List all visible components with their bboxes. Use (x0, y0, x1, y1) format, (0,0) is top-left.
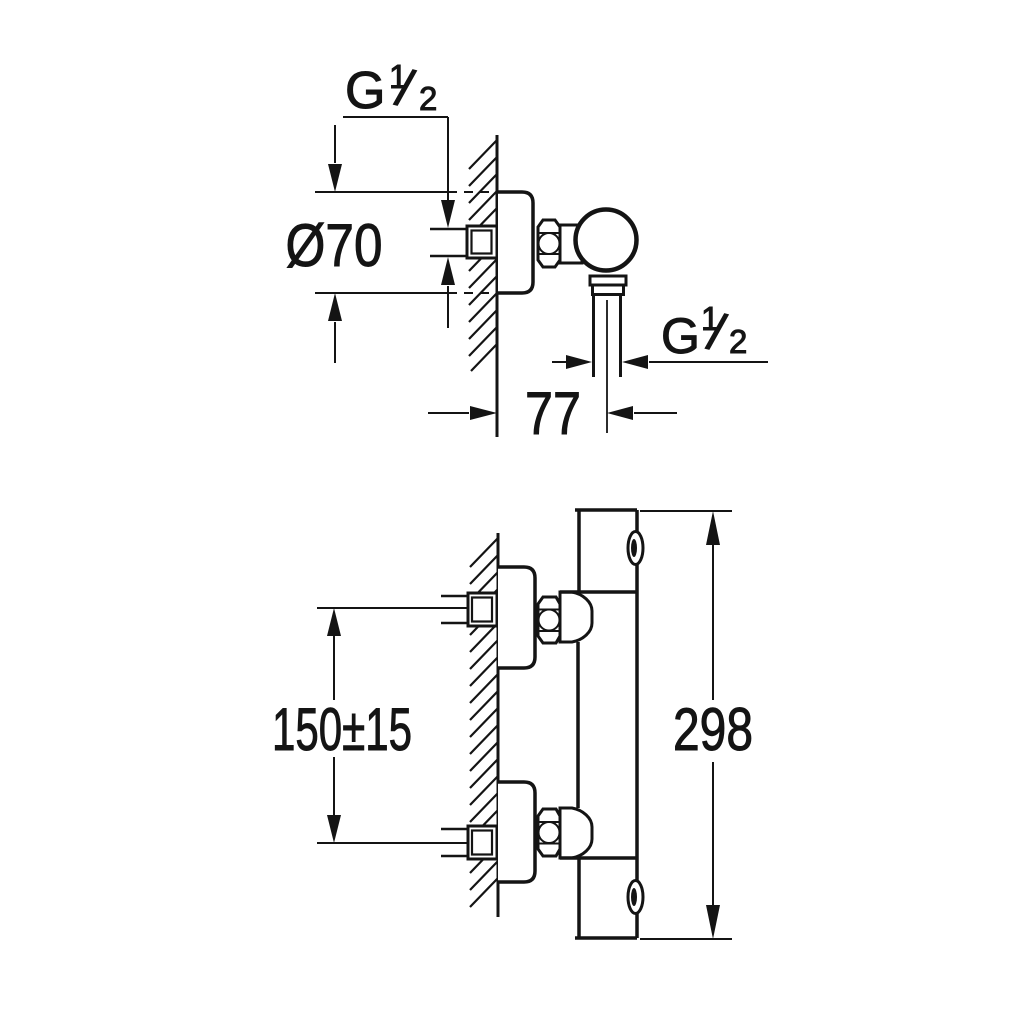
label-body-height: 298 (673, 696, 753, 763)
mixer-body (560, 508, 639, 940)
label-outlet-thread: G 1 / 2 (661, 300, 748, 365)
outlet-collar (588, 274, 628, 296)
outlet-pipe (592, 294, 622, 433)
upper-escutcheon (498, 565, 537, 670)
lower-union-nut (536, 807, 562, 858)
outlet-thread-numerator: 1 (701, 300, 719, 337)
upper-union-nut (536, 595, 562, 645)
dim-inlet-thread (343, 116, 455, 328)
lower-inlet-cone (558, 806, 594, 860)
inlet-thread-numerator: 1 (389, 58, 407, 95)
label-escutcheon-diameter: Ø70 (286, 212, 383, 279)
label-inlet-thread: G 1 / 2 (345, 58, 438, 121)
wall-union-inner-side-view (470, 229, 493, 255)
dim-body-height (640, 510, 732, 940)
dim-inlet-spacing (317, 607, 468, 844)
label-wall-to-outlet: 77 (525, 380, 581, 447)
outlet-thread-prefix: G (661, 308, 700, 364)
inlet-thread-denominator: 2 (419, 80, 437, 117)
escutcheon-side-view (498, 190, 535, 295)
dim-outlet-thread (552, 355, 768, 369)
dim-escutcheon-diameter (315, 125, 496, 363)
upper-wall-union-inner (470, 596, 494, 623)
lower-wall-union-inner (470, 829, 494, 856)
union-nut-side-view (536, 218, 562, 269)
valve-body-circle (573, 207, 639, 273)
side-view: G 1 / 2 Ø70 77 (285, 58, 768, 448)
front-view: 150±15 298 (272, 508, 754, 940)
lower-escutcheon (498, 780, 537, 884)
label-inlet-spacing: 150±15 (272, 696, 412, 763)
upper-inlet-cone (558, 590, 594, 644)
lower-screw-boss (626, 879, 645, 915)
upper-screw-boss (626, 530, 645, 566)
outlet-thread-denominator: 2 (729, 323, 747, 360)
dim-wall-to-outlet (428, 406, 677, 420)
inlet-thread-prefix: G (345, 62, 385, 120)
